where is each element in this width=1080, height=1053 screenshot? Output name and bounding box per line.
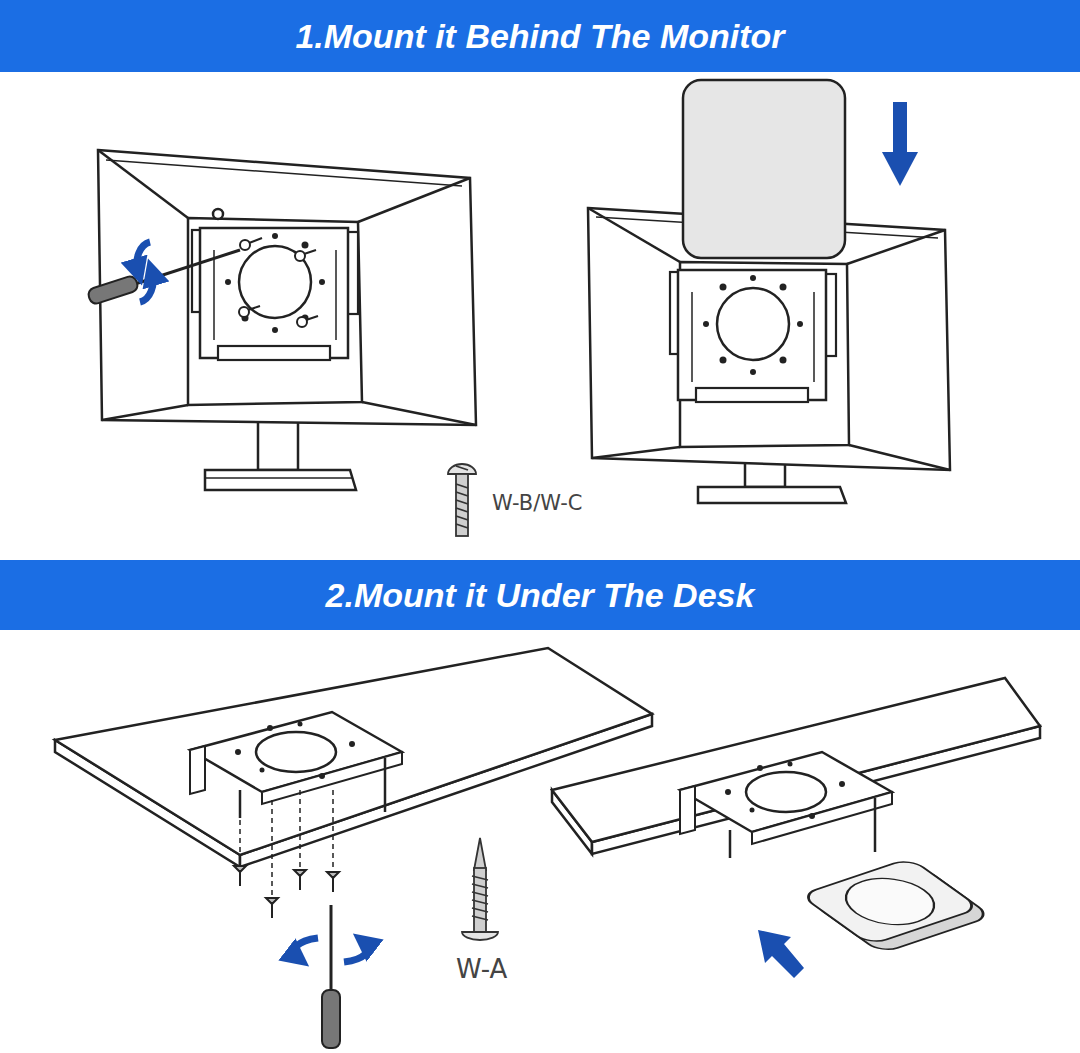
mount-screw-part (306, 316, 318, 320)
wood-screw-part (299, 874, 301, 890)
monitor-rear-part (849, 445, 950, 470)
guide-line (240, 790, 333, 895)
monitor-rear-part (106, 160, 462, 186)
part-code: W-B/W-C (492, 491, 582, 515)
monitor-rear (98, 150, 476, 490)
screw-wb-wc-part (448, 464, 476, 474)
screw-wa-part (472, 908, 488, 912)
monitor-rear-part (102, 405, 188, 420)
screw-wa (462, 838, 498, 940)
rotation-arrow-part (137, 242, 150, 272)
screw-wa-part (472, 916, 488, 920)
wood-screw-part (332, 876, 334, 892)
monitor-rear-part (358, 178, 470, 222)
mini-pc (800, 858, 992, 953)
screw-wb-wc-part (456, 484, 468, 488)
direction-arrow-part (893, 102, 907, 154)
mount-screw-part (248, 306, 260, 310)
part-code: W-A (456, 954, 507, 984)
mini-pc-part (800, 858, 980, 945)
monitor-rear-part (588, 208, 680, 262)
vesa-bracket (192, 228, 358, 360)
guide-line-part (271, 800, 273, 895)
rotation-arrow-part (140, 272, 153, 302)
screwdriver-part (87, 275, 139, 306)
rotation-arrow-part (344, 942, 368, 962)
screw-wa-part (462, 932, 498, 940)
mini-pc (683, 80, 845, 258)
guide-line-part (332, 790, 334, 870)
desk-bracket (680, 752, 892, 858)
rotation-arrow (137, 242, 153, 302)
desk (55, 648, 652, 867)
rotation-arrow (294, 938, 368, 962)
rotation-arrow-part (294, 938, 318, 958)
monitor-rear-part (205, 477, 352, 479)
screwdriver-part (330, 905, 333, 992)
monitor-rear-part (188, 218, 362, 405)
direction-arrow-part (882, 152, 918, 186)
screwdriver-part (322, 990, 340, 1048)
mount-screw-part (297, 317, 307, 327)
monitor-rear-part (213, 209, 223, 219)
heading-text: 2.Mount it Under The Desk (326, 576, 755, 615)
screwdriver (322, 905, 340, 1048)
monitor-rear-part (98, 150, 476, 425)
heading-text: 1.Mount it Behind The Monitor (295, 17, 784, 56)
screw-wb-wc-part (456, 508, 468, 512)
vesa-bracket (670, 270, 836, 402)
desk-part (55, 648, 652, 855)
mount-screw-part (249, 238, 262, 243)
mount-screw-part (304, 250, 316, 254)
monitor-rear-part (98, 150, 188, 218)
monitor-rear-part (592, 447, 680, 458)
mount-screw-part (240, 240, 250, 250)
direction-arrow (758, 930, 804, 978)
screw-wb-wc-part (456, 524, 468, 528)
screwdriver (87, 250, 240, 305)
screw-wa-part (474, 838, 486, 870)
screw-wb-wc-part (456, 500, 468, 504)
wood-screw (234, 866, 339, 918)
screw-wb-wc (448, 464, 476, 536)
monitor-rear-part (698, 487, 846, 503)
heading-band: 1.Mount it Behind The Monitor (0, 0, 1080, 72)
monitor-rear-part (847, 230, 945, 264)
heading-band: 2.Mount it Under The Desk (0, 560, 1080, 630)
screw-wb-wc-part (456, 492, 468, 496)
mini-pc-part (828, 870, 952, 933)
wood-screw-part (239, 870, 241, 886)
screw-wa-part (472, 884, 488, 888)
monitor-rear-part (205, 470, 356, 490)
direction-arrow (882, 102, 918, 186)
mount-screw-part (239, 307, 249, 317)
guide-line-part (239, 820, 241, 862)
mount-screw-part (295, 251, 305, 261)
monitor-rear-part (362, 402, 476, 425)
screw-wa-part (472, 900, 488, 904)
desk-bracket (190, 712, 402, 818)
screw-wb-wc-part (456, 466, 468, 470)
wood-screw-part (271, 902, 273, 918)
screw-wb-wc-part (456, 474, 468, 536)
guide-line-part (299, 790, 301, 868)
direction-arrow-part (758, 930, 804, 978)
mount-screw (239, 238, 318, 327)
screw-wa-part (472, 892, 488, 896)
screw-wa-part (472, 876, 488, 880)
screw-wb-wc-part (456, 516, 468, 520)
